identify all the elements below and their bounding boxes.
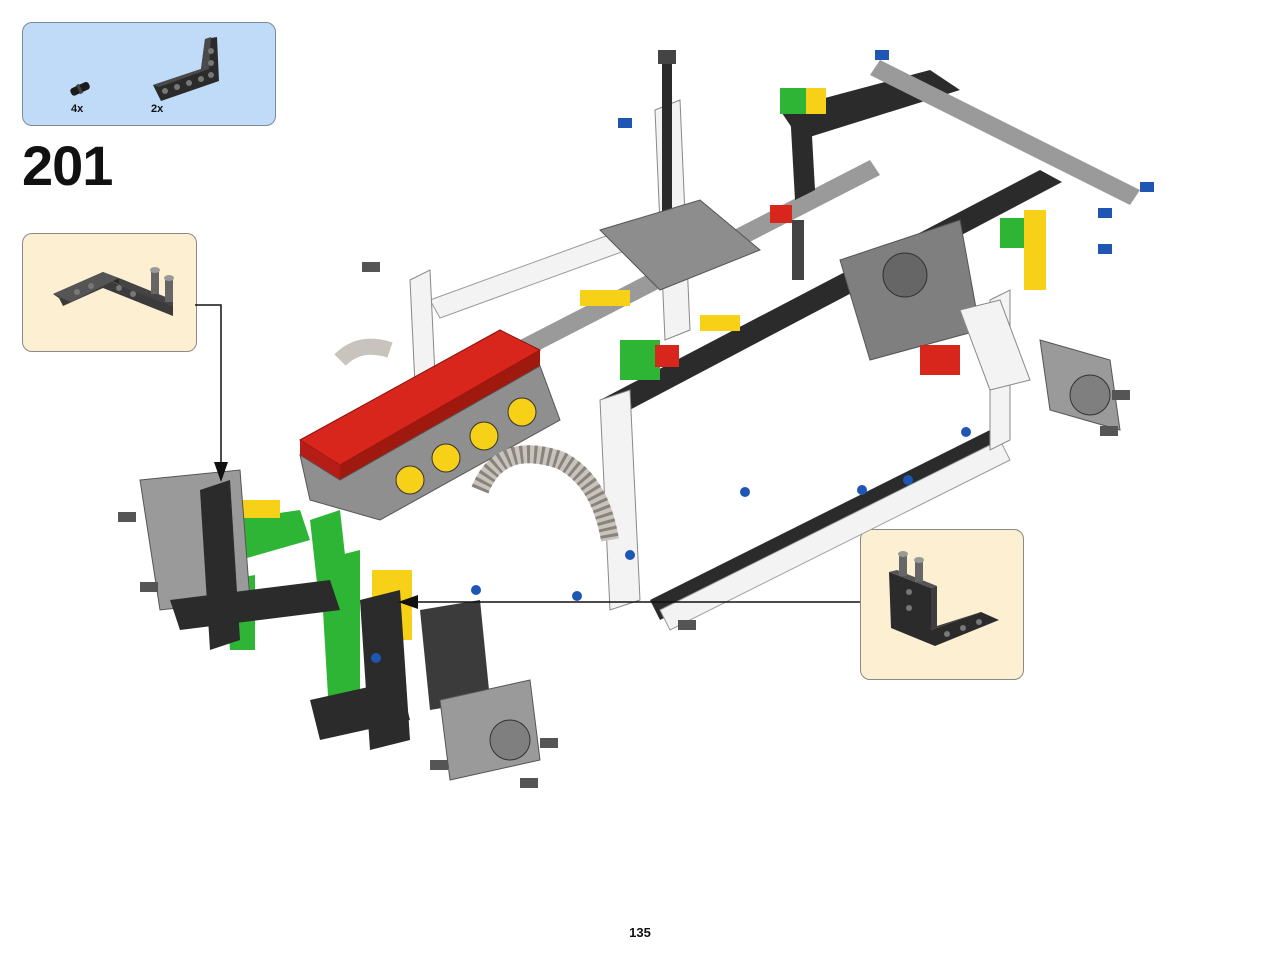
vertical-axle bbox=[662, 55, 672, 255]
callout-left bbox=[22, 233, 197, 352]
l-beam-quantity: 2x bbox=[151, 103, 164, 115]
l-beam-callout-icon-right bbox=[889, 551, 999, 646]
exhaust-hose bbox=[471, 445, 619, 542]
chassis-rails bbox=[429, 60, 1140, 631]
parts-list-box: 4x 2x bbox=[22, 22, 276, 126]
connector-pins bbox=[118, 50, 1154, 788]
parts-list-illustration bbox=[70, 37, 219, 101]
l-beam-callout-icon bbox=[53, 267, 174, 316]
pin-quantity: 4x bbox=[71, 103, 84, 115]
callout-arrow-right bbox=[398, 595, 860, 609]
front-suspension bbox=[139, 469, 541, 781]
engine-block bbox=[299, 365, 561, 521]
page-number: 135 bbox=[629, 925, 651, 940]
rear-suspension bbox=[959, 299, 1121, 431]
pin-icon bbox=[70, 81, 90, 96]
l-beam-icon bbox=[153, 37, 219, 101]
callout-right bbox=[860, 529, 1024, 680]
step-number: 201 bbox=[22, 134, 113, 197]
colored-connectors bbox=[225, 88, 1046, 730]
engine-pistons bbox=[395, 397, 537, 495]
callout-arrow-left bbox=[195, 304, 228, 482]
gearbox bbox=[599, 199, 761, 291]
